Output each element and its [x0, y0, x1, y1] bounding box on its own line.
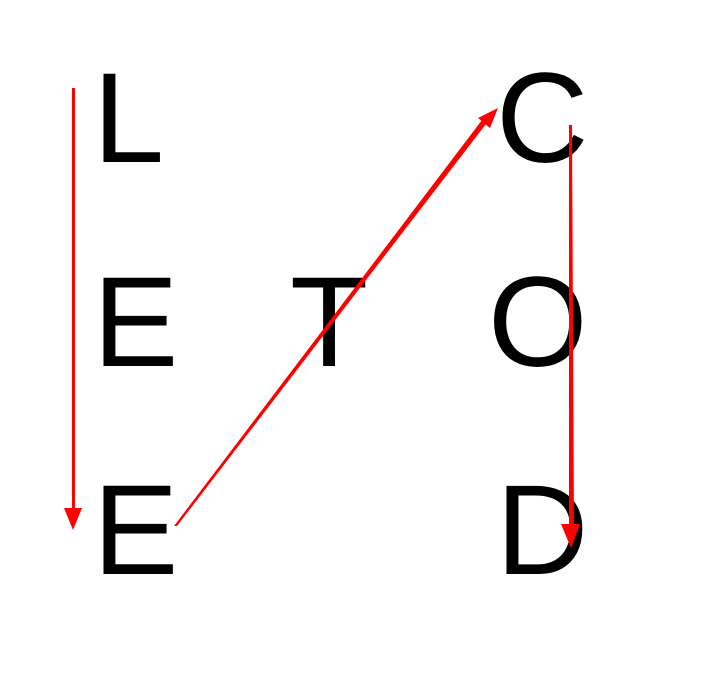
letter-r3c1: E: [93, 459, 178, 602]
letter-r1c1: L: [93, 47, 164, 190]
letter-r2c1: E: [93, 251, 178, 394]
arrow-diagonal-up: [174, 108, 498, 526]
letter-r1c3: C: [496, 47, 588, 190]
arrow-down-left-column: [64, 88, 82, 530]
arrow-down-right-column: [561, 125, 580, 548]
